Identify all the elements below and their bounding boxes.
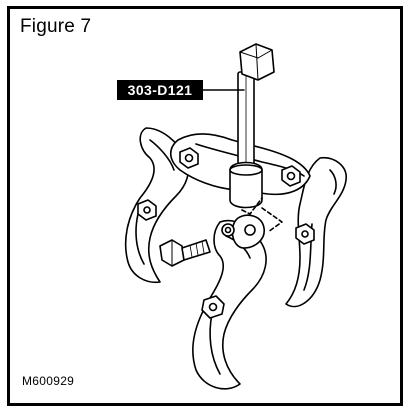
yoke-bolt-left	[179, 147, 199, 169]
jaw-bolt-left	[137, 199, 157, 221]
right-jaw	[285, 156, 347, 308]
loose-bolt	[159, 239, 211, 267]
center-hub	[229, 161, 263, 209]
jaw-bolt-right	[295, 223, 315, 245]
screw-hex-head	[239, 43, 275, 81]
screw-tip	[241, 197, 283, 233]
front-jaw-arm	[231, 214, 265, 249]
figure-title: Figure 7	[20, 16, 92, 37]
pivot-washer	[221, 223, 235, 237]
tool-callout-label: 303-D121	[117, 80, 203, 100]
front-jaw-bolt	[201, 295, 225, 319]
yoke-bolt-right	[281, 165, 301, 187]
figure-reference-code: M600929	[22, 374, 75, 388]
